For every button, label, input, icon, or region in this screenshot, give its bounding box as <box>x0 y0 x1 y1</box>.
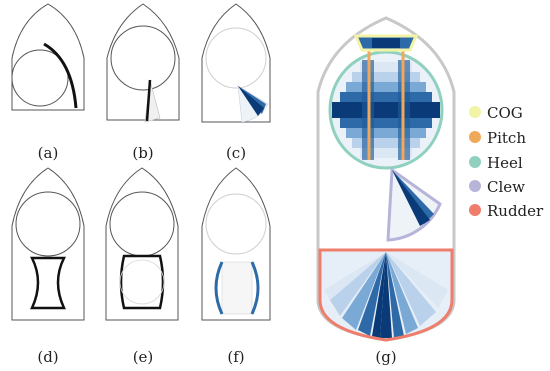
rudder-hourglass <box>29 256 67 310</box>
cog-arc <box>43 42 78 109</box>
legend-item-heel: Heel <box>469 154 523 172</box>
right-arc <box>250 261 260 315</box>
heel-ellipse <box>328 50 444 170</box>
left-arc <box>214 261 224 315</box>
legend-label-cog: COG <box>487 104 523 122</box>
rudder-rays <box>324 252 448 338</box>
legend-item-pitch: Pitch <box>469 129 526 147</box>
panel-d <box>11 167 85 321</box>
legend-label-clew: Clew <box>487 178 525 196</box>
panel-b <box>106 3 180 123</box>
legend-swatch-heel <box>469 156 481 168</box>
rudder-outline <box>318 248 454 342</box>
caption-f: (f) <box>227 348 244 366</box>
hull-outline <box>11 3 85 111</box>
heel-circle <box>205 27 267 89</box>
legend-swatch-rudder <box>469 204 481 216</box>
legend: COG Pitch Heel Clew Rudder <box>469 104 544 220</box>
legend-label-heel: Heel <box>487 154 523 172</box>
caption-a: (a) <box>38 144 59 162</box>
rudder-rect <box>221 261 253 315</box>
caption-b: (b) <box>132 144 153 162</box>
heel-circle <box>205 193 267 255</box>
panel-c <box>201 3 271 123</box>
heel-circle <box>110 25 176 91</box>
panel-f <box>201 167 271 321</box>
legend-swatch-clew <box>469 180 481 192</box>
hull-outline <box>11 167 85 321</box>
clew-fan-blue <box>392 170 434 224</box>
heel-circle <box>109 191 175 257</box>
heel-circle <box>11 49 69 107</box>
panel-e <box>105 167 179 321</box>
legend-item-rudder: Rudder <box>469 202 544 220</box>
pitch-line <box>145 79 152 122</box>
legend-label-pitch: Pitch <box>487 129 526 147</box>
legend-item-clew: Clew <box>469 178 525 196</box>
inner-circle <box>119 259 165 305</box>
hull-outline <box>106 3 180 121</box>
clew-fan-dark <box>238 86 264 116</box>
clew-fan-dark <box>392 170 430 226</box>
hull-outline <box>105 167 179 321</box>
hull-outline <box>201 167 271 321</box>
cog-inner <box>372 38 400 48</box>
legend-item-cog: COG <box>469 104 523 122</box>
legend-label-rudder: Rudder <box>487 202 544 220</box>
panel-a <box>11 3 85 111</box>
caption-c: (c) <box>226 144 246 162</box>
hull-outline <box>201 3 271 123</box>
legend-swatch-cog <box>469 106 481 118</box>
heel-circle <box>15 191 81 257</box>
caption-e: (e) <box>133 348 154 366</box>
legend-swatch-pitch <box>469 131 481 143</box>
rudder-barrel <box>119 254 165 310</box>
panel-g <box>316 16 456 342</box>
caption-d: (d) <box>37 348 58 366</box>
caption-g: (g) <box>375 348 396 366</box>
